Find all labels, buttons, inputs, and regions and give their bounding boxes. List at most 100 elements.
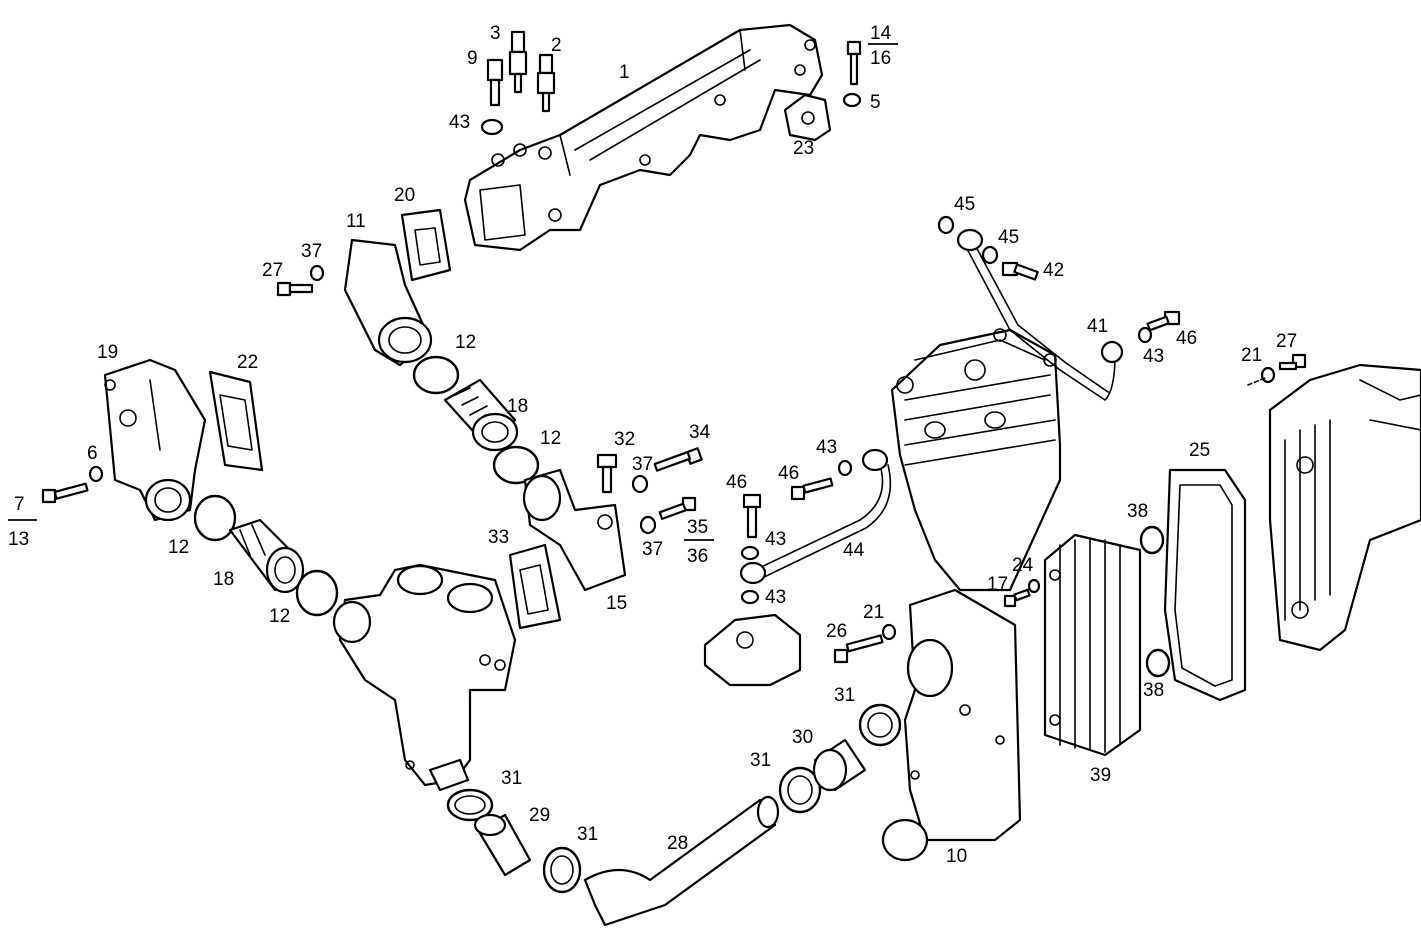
label-18-b: 18: [213, 569, 234, 590]
label-36: 36: [687, 546, 708, 567]
filter-base: [703, 613, 802, 687]
hose-18-lower: [228, 518, 305, 594]
bolt-17: [1003, 588, 1031, 608]
bolt-42: [1001, 261, 1039, 281]
gasket-20: [400, 208, 452, 282]
label-39: 39: [1090, 765, 1111, 786]
washer-37-left: [309, 264, 325, 282]
washer-37-low: [639, 515, 657, 535]
label-3: 3: [490, 23, 501, 44]
label-22: 22: [237, 352, 258, 373]
gasket-23: [783, 93, 832, 142]
washer-5: [842, 92, 862, 108]
label-20: 20: [394, 185, 415, 206]
washer-45-a: [937, 215, 955, 235]
washer-43-e: [1137, 326, 1153, 344]
label-42: 42: [1043, 260, 1064, 281]
sensor-plug-3: [508, 30, 528, 94]
label-43-d: 43: [765, 587, 786, 608]
oil-line-44: [739, 448, 892, 585]
gasket-25: [1163, 468, 1247, 702]
bolt-35-36: [658, 496, 697, 520]
label-6: 6: [87, 443, 98, 464]
label-12-a: 12: [455, 332, 476, 353]
cover-10: [881, 588, 1022, 862]
label-43-b: 43: [816, 437, 837, 458]
label-32: 32: [614, 429, 635, 450]
air-compressor: [890, 328, 1062, 592]
label-7: 7: [14, 494, 25, 515]
sleeve-30: [812, 738, 867, 792]
elbow-11: [343, 238, 433, 367]
label-38-b: 38: [1143, 680, 1164, 701]
washer-43-d: [837, 459, 853, 477]
pipe-41: [956, 228, 1124, 401]
bolt-34: [653, 447, 703, 472]
label-23: 23: [793, 138, 814, 159]
gasket-22: [208, 370, 264, 472]
bolt-46-mid: [790, 477, 834, 501]
label-18-a: 18: [507, 396, 528, 417]
clamp-31-a: [446, 788, 494, 822]
sensor-plug-9: [486, 58, 504, 107]
label-46-c: 46: [1176, 328, 1197, 349]
o-ring-12-b: [492, 445, 540, 485]
clamp-31-d: [858, 703, 902, 747]
label-15: 15: [606, 593, 627, 614]
label-45-b: 45: [998, 227, 1019, 248]
label-30: 30: [792, 727, 813, 748]
label-29: 29: [529, 805, 550, 826]
label-27-b: 27: [1276, 331, 1297, 352]
gasket-33: [508, 543, 562, 630]
label-31-b: 31: [577, 824, 598, 845]
bolt-7-13: [41, 482, 89, 504]
label-9: 9: [467, 48, 478, 69]
label-25: 25: [1189, 440, 1210, 461]
label-44: 44: [843, 540, 865, 561]
label-38-a: 38: [1127, 501, 1148, 522]
bolt-27-left: [276, 281, 314, 297]
label-21-a: 21: [863, 602, 884, 623]
label-12-b: 12: [540, 428, 561, 449]
label-46-b: 46: [778, 463, 799, 484]
label-31-a: 31: [501, 768, 522, 789]
washer-45-b: [981, 245, 999, 265]
label-35: 35: [687, 517, 708, 538]
label-45-a: 45: [954, 194, 975, 215]
label-28: 28: [667, 833, 688, 854]
o-ring-38-b: [1145, 648, 1171, 678]
part-1-exhaust-manifold: [463, 23, 824, 252]
label-1: 1: [619, 62, 630, 83]
o-ring-12-c: [193, 494, 237, 542]
label-33: 33: [488, 527, 509, 548]
part-number-labels: 1 2 3 9 43 14 16 5 23 20 11 37 27 12 18 …: [8, 23, 1297, 867]
label-27-a: 27: [262, 260, 283, 281]
o-ring-12-a: [412, 355, 460, 395]
label-43-c: 43: [765, 529, 786, 550]
hose-18-upper: [443, 378, 519, 452]
washer-6: [88, 465, 104, 483]
label-11: 11: [346, 211, 366, 232]
label-26: 26: [826, 621, 847, 642]
label-14: 14: [870, 23, 892, 44]
label-37-c: 37: [642, 539, 663, 560]
label-10: 10: [946, 846, 967, 867]
washer-43-top: [480, 118, 504, 136]
oil-cooler-39: [1043, 533, 1142, 757]
clamp-31-c: [778, 766, 822, 814]
pipe-29: [473, 813, 532, 877]
label-5: 5: [870, 92, 881, 113]
label-34: 34: [689, 422, 711, 443]
label-13: 13: [8, 529, 29, 550]
label-19: 19: [97, 342, 118, 363]
label-21-b: 21: [1241, 345, 1262, 366]
label-31-d: 31: [834, 685, 855, 706]
bolt-46-low: [742, 493, 762, 539]
clamp-31-b: [542, 846, 582, 894]
label-43-a: 43: [449, 112, 470, 133]
label-24: 24: [1012, 555, 1034, 576]
label-37-b: 37: [632, 454, 653, 475]
label-12-c: 12: [168, 537, 189, 558]
bolt-46-right: [1146, 310, 1181, 332]
